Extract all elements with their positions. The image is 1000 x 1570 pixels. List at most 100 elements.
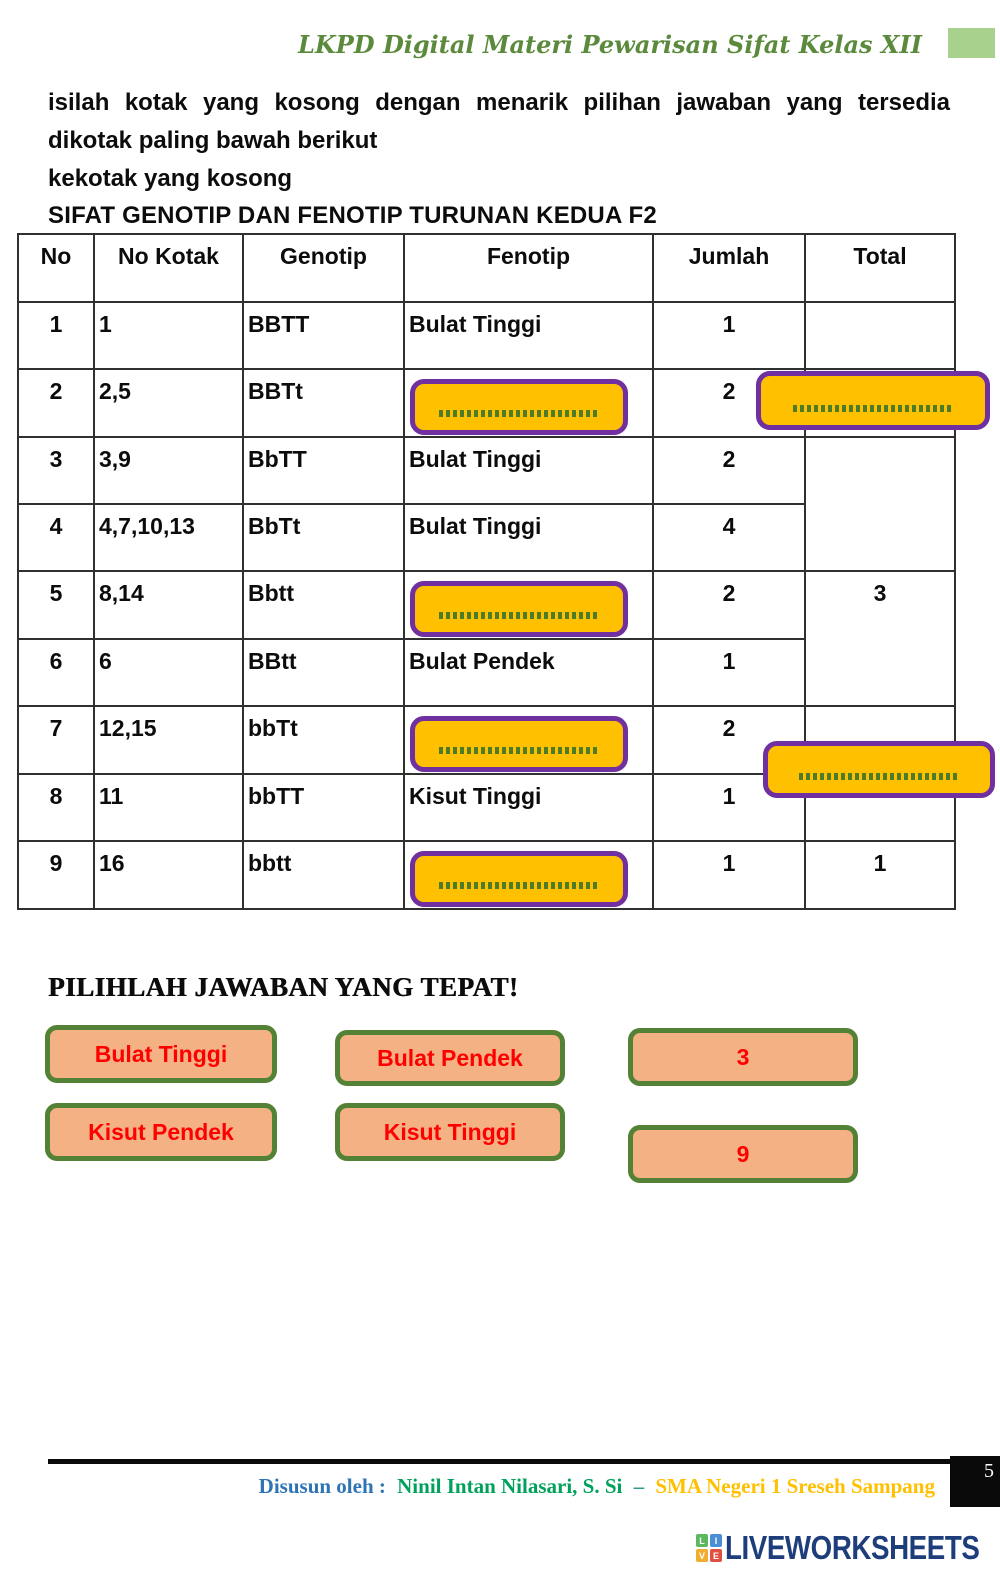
footer-separator: – bbox=[633, 1474, 645, 1498]
logo-square-v: V bbox=[696, 1549, 708, 1562]
liveworksheets-logo-icon: L I V E bbox=[696, 1534, 722, 1562]
cell-total-empty bbox=[804, 436, 956, 572]
col-header-jumlah: Jumlah bbox=[652, 233, 806, 303]
logo-square-e: E bbox=[710, 1549, 722, 1562]
cell-fenotip: Bulat Tinggi bbox=[403, 436, 654, 505]
page-title: LKPD Digital Materi Pewarisan Sifat Kela… bbox=[298, 30, 922, 59]
col-header-no: No bbox=[17, 233, 95, 303]
instruction-text-2: kekotak yang kosong bbox=[48, 165, 293, 192]
table-title: SIFAT GENOTIP DAN FENOTIP TURUNAN KEDUA … bbox=[48, 202, 657, 229]
cell-no-kotak: 11 bbox=[93, 773, 244, 842]
col-header-no-kotak: No Kotak bbox=[93, 233, 244, 303]
answer-chip-bulat-tinggi[interactable]: Bulat Tinggi bbox=[45, 1025, 277, 1083]
cell-fenotip: Bulat Pendek bbox=[403, 638, 654, 707]
cell-fenotip: Kisut Tinggi bbox=[403, 773, 654, 842]
footer-credit: Disusun oleh : Ninil Intan Nilasari, S. … bbox=[259, 1474, 935, 1499]
cell-genotip: BbTt bbox=[242, 503, 405, 572]
cell-no-kotak: 6 bbox=[93, 638, 244, 707]
fenotip-drop-target[interactable] bbox=[410, 581, 628, 637]
cell-no-kotak: 8,14 bbox=[93, 570, 244, 640]
cell-no-kotak: 16 bbox=[93, 840, 244, 910]
cell-no-kotak: 3,9 bbox=[93, 436, 244, 505]
dotted-line bbox=[439, 747, 599, 754]
cell-genotip: BbTT bbox=[242, 436, 405, 505]
footer-prefix: Disusun oleh : bbox=[258, 1474, 386, 1498]
answer-chip-3[interactable]: 3 bbox=[628, 1028, 858, 1086]
choices-title: PILIHLAH JAWABAN YANG TEPAT! bbox=[48, 972, 519, 1002]
cell-fenotip-blank bbox=[403, 368, 654, 438]
dotted-line bbox=[439, 410, 599, 417]
table-row: 3 3,9 BbTT Bulat Tinggi 2 bbox=[17, 436, 956, 572]
answer-chip-kisut-pendek[interactable]: Kisut Pendek bbox=[45, 1103, 277, 1161]
cell-jumlah: 1 bbox=[652, 840, 806, 910]
genotype-phenotype-table: No No Kotak Genotip Fenotip Jumlah Total… bbox=[17, 233, 956, 910]
cell-fenotip: Bulat Tinggi bbox=[403, 503, 654, 572]
cell-no: 9 bbox=[17, 840, 95, 910]
cell-total-value: 3 bbox=[804, 570, 956, 707]
cell-genotip: bbTT bbox=[242, 773, 405, 842]
cell-genotip: BBtt bbox=[242, 638, 405, 707]
cell-genotip: bbTt bbox=[242, 705, 405, 775]
corner-accent-square bbox=[948, 28, 995, 58]
cell-no: 4 bbox=[17, 503, 95, 572]
cell-no: 7 bbox=[17, 705, 95, 775]
table-row: 7 12,15 bbTt 2 bbox=[17, 705, 956, 842]
table-row: 1 1 BBTT Bulat Tinggi 1 bbox=[17, 301, 956, 370]
liveworksheets-logo[interactable]: L I V E LIVEWORKSHEETS bbox=[696, 1529, 1000, 1567]
cell-no-kotak: 4,7,10,13 bbox=[93, 503, 244, 572]
dotted-line bbox=[439, 882, 599, 889]
answer-chip-bulat-pendek[interactable]: Bulat Pendek bbox=[335, 1030, 565, 1086]
table-row: 8 11 bbTT Kisut Tinggi 1 bbox=[17, 773, 955, 842]
cell-no: 8 bbox=[17, 773, 95, 842]
fenotip-drop-target[interactable] bbox=[410, 851, 628, 907]
table-header-row: No No Kotak Genotip Fenotip Jumlah Total bbox=[17, 233, 956, 303]
cell-total-value: 1 bbox=[804, 840, 956, 910]
dotted-line bbox=[793, 405, 953, 412]
answer-chip-kisut-tinggi[interactable]: Kisut Tinggi bbox=[335, 1103, 565, 1161]
cell-genotip: Bbtt bbox=[242, 570, 405, 640]
table-row: 9 16 bbtt 1 1 bbox=[17, 840, 956, 910]
table-row: 6 6 BBtt Bulat Pendek 1 bbox=[17, 638, 955, 707]
dotted-line bbox=[799, 773, 959, 780]
instructions-block: isilah kotak yang kosong dengan menarik … bbox=[48, 84, 950, 234]
fenotip-drop-target[interactable] bbox=[410, 716, 628, 772]
cell-jumlah: 2 bbox=[652, 570, 806, 640]
cell-no: 5 bbox=[17, 570, 95, 640]
liveworksheets-wordmark: LIVEWORKSHEETS bbox=[725, 1529, 980, 1566]
cell-total-empty bbox=[804, 301, 956, 370]
col-header-total: Total bbox=[804, 233, 956, 303]
col-header-genotip: Genotip bbox=[242, 233, 405, 303]
cell-no-kotak: 1 bbox=[93, 301, 244, 370]
cell-fenotip: Bulat Tinggi bbox=[403, 301, 654, 370]
cell-no: 1 bbox=[17, 301, 95, 370]
page-number: 5 bbox=[950, 1456, 1000, 1507]
cell-no: 2 bbox=[17, 368, 95, 438]
cell-no: 6 bbox=[17, 638, 95, 707]
total-drop-target[interactable] bbox=[763, 741, 995, 798]
cell-jumlah: 2 bbox=[652, 436, 806, 505]
cell-no-kotak: 12,15 bbox=[93, 705, 244, 775]
cell-jumlah: 4 bbox=[652, 503, 806, 572]
cell-genotip: BBTt bbox=[242, 368, 405, 438]
logo-square-l: L bbox=[696, 1534, 708, 1547]
logo-square-i: I bbox=[710, 1534, 722, 1547]
cell-no: 3 bbox=[17, 436, 95, 505]
footer-author: Ninil Intan Nilasari, S. Si bbox=[397, 1474, 623, 1498]
cell-jumlah: 1 bbox=[652, 638, 806, 707]
footer-divider bbox=[48, 1459, 952, 1464]
cell-fenotip-blank bbox=[403, 570, 654, 640]
cell-jumlah: 1 bbox=[652, 301, 806, 370]
table-row: 5 8,14 Bbtt 2 3 bbox=[17, 570, 956, 707]
cell-genotip: BBTT bbox=[242, 301, 405, 370]
cell-no-kotak: 2,5 bbox=[93, 368, 244, 438]
dotted-line bbox=[439, 612, 599, 619]
col-header-fenotip: Fenotip bbox=[403, 233, 654, 303]
cell-fenotip-blank bbox=[403, 705, 654, 775]
cell-fenotip-blank bbox=[403, 840, 654, 910]
cell-genotip: bbtt bbox=[242, 840, 405, 910]
total-drop-target[interactable] bbox=[756, 371, 990, 430]
fenotip-drop-target[interactable] bbox=[410, 379, 628, 435]
footer-school: SMA Negeri 1 Sreseh Sampang bbox=[655, 1474, 935, 1498]
answer-chip-9[interactable]: 9 bbox=[628, 1125, 858, 1183]
